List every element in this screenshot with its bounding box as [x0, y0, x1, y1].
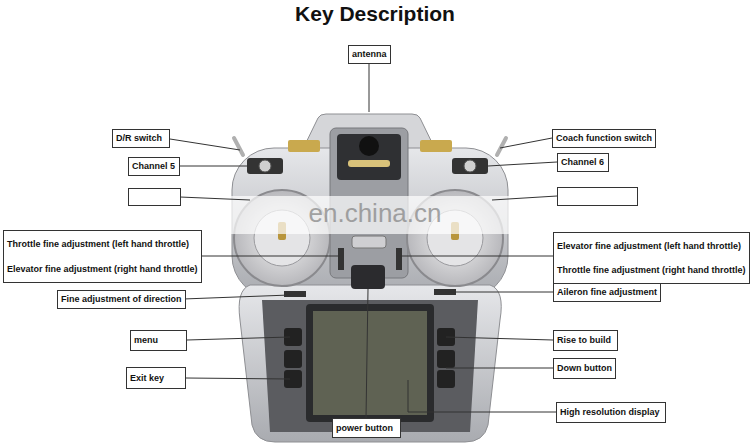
screen-frame — [306, 304, 434, 422]
callout-box: Rise to build — [553, 330, 618, 351]
callout-text: Throttle fine adjustment (left hand thro… — [7, 238, 198, 250]
trim-lever — [338, 248, 344, 270]
callout-box: Exit key — [126, 367, 186, 389]
callout-text: Aileron fine adjustment — [557, 286, 657, 298]
callout-text: Throttle fine adjustment (right hand thr… — [557, 264, 746, 276]
blurred-box — [558, 188, 638, 206]
leader-line — [369, 63, 370, 112]
leader-line — [170, 139, 240, 150]
leader-line — [408, 380, 409, 412]
callout-box: Aileron fine adjustment — [553, 283, 661, 302]
button — [437, 370, 455, 388]
knob-slot — [348, 160, 390, 167]
watermark: en.china.cn — [230, 198, 520, 229]
callout-text: D/R switch — [116, 132, 166, 144]
callout-text: menu — [134, 334, 183, 346]
leader-line — [366, 289, 368, 418]
callout-text: Elevator fine adjustment (right hand thr… — [7, 263, 198, 275]
leader-line — [446, 368, 553, 369]
callout-text: Exit key — [130, 372, 182, 384]
button — [437, 350, 455, 368]
button — [284, 350, 302, 368]
callout-box: Coach function switch — [552, 129, 656, 148]
callout-text: Coach function switch — [556, 132, 652, 144]
leader-line — [445, 292, 553, 293]
callout-box: antenna — [348, 45, 391, 64]
callout-box: Channel 5 — [128, 157, 180, 176]
knob-plate — [337, 134, 401, 180]
leader-line — [408, 412, 556, 413]
callout-box: Down button — [553, 358, 616, 379]
leader-lines — [170, 63, 557, 418]
leader-line — [180, 197, 250, 200]
leader-line — [193, 256, 340, 257]
watermark-band — [215, 196, 535, 234]
leader-line — [186, 378, 290, 379]
side-antenna — [234, 138, 243, 155]
callout-text: High resolution display — [560, 406, 662, 418]
callout-box: High resolution display — [556, 402, 666, 423]
callout-box: menu — [130, 330, 187, 351]
leader-line — [488, 162, 557, 166]
power-key — [351, 265, 385, 289]
callout-text: Down button — [557, 362, 612, 374]
antenna-knob — [359, 136, 379, 156]
gold-label — [288, 140, 320, 152]
callout-text: antenna — [352, 48, 387, 60]
toggle-switch — [259, 160, 271, 172]
callout-text: Elevator fine adjustment (left hand thro… — [557, 240, 746, 252]
callout-box: D/R switch — [112, 129, 170, 148]
callout-box: power button — [332, 418, 401, 438]
callout-text: Channel 6 — [561, 156, 605, 168]
leader-line — [187, 337, 290, 340]
trim-lever — [284, 291, 306, 297]
toggle-switch — [464, 160, 476, 172]
callout-text: Rise to build — [557, 334, 614, 346]
callout-text: Fine adjustment of direction — [61, 293, 182, 305]
leader-line — [180, 166, 248, 167]
gold-label — [420, 140, 452, 152]
callout-box: Throttle fine adjustment (left hand thro… — [3, 230, 202, 283]
blurred-box — [129, 189, 181, 206]
leader-line — [492, 196, 557, 200]
side-antenna — [497, 138, 506, 155]
leader-line — [183, 295, 290, 299]
callout-text: power button — [336, 422, 397, 434]
grip — [239, 285, 501, 442]
callout-box: Fine adjustment of direction — [57, 290, 186, 309]
lcd-display — [313, 311, 427, 415]
diagram-title: Key Description — [0, 2, 750, 26]
leader-line — [446, 337, 553, 340]
trim-slider — [352, 236, 386, 248]
callout-text: Channel 5 — [132, 160, 176, 172]
callout-box: Channel 6 — [557, 153, 609, 172]
switch-plate — [247, 158, 283, 174]
trim-lever — [396, 248, 402, 270]
switch-plate — [452, 158, 488, 174]
leader-line — [500, 138, 552, 148]
callout-box: Elevator fine adjustment (left hand thro… — [553, 232, 750, 284]
leader-line — [400, 256, 553, 257]
